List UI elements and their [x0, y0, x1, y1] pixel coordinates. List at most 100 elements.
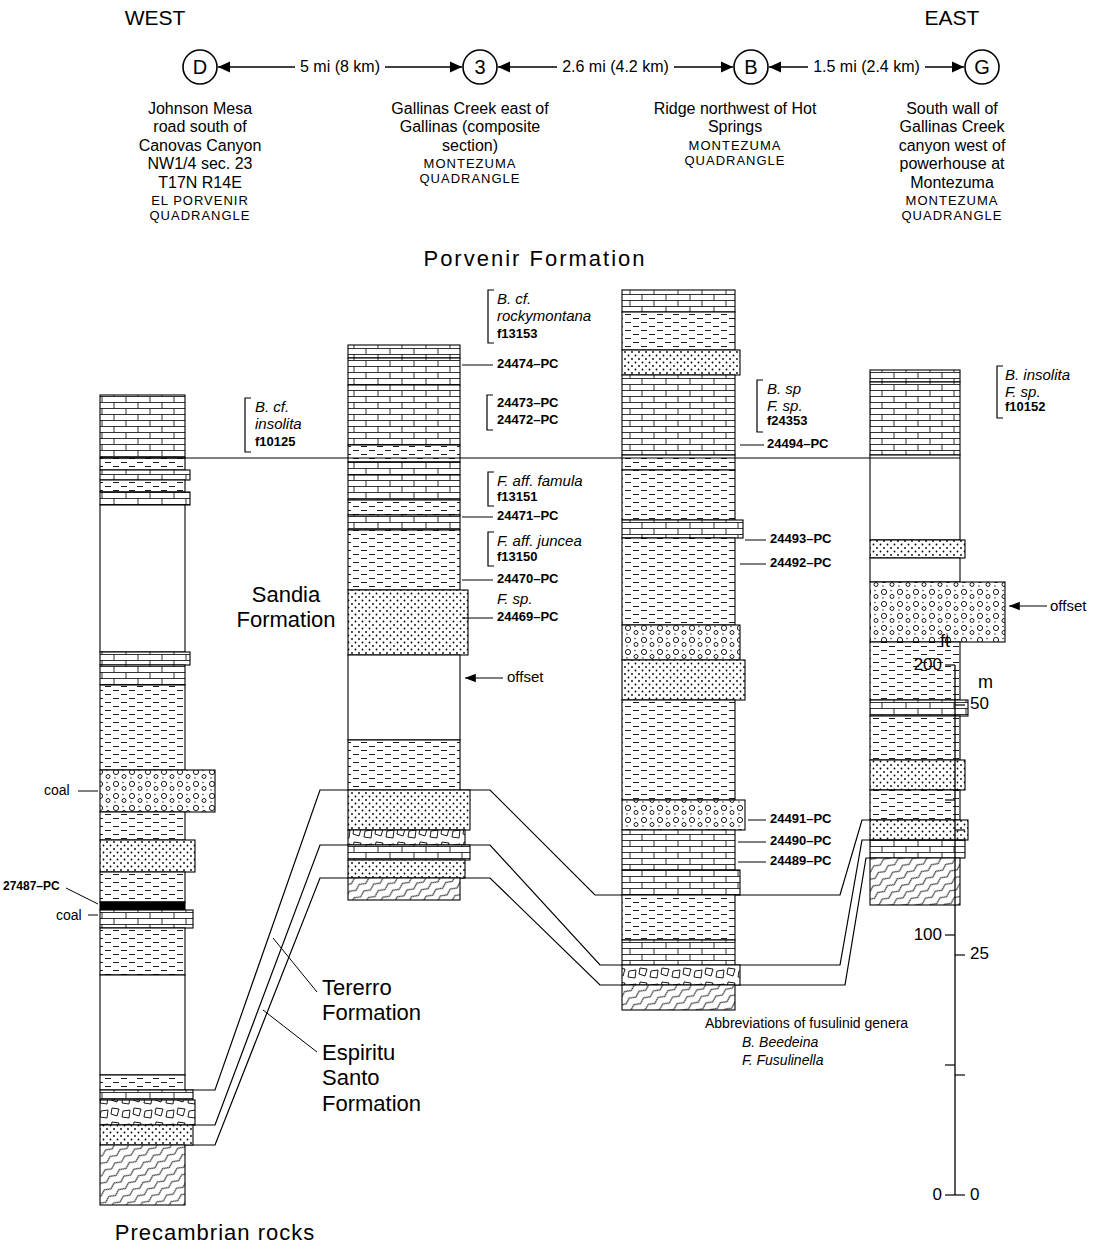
rock-unit [622, 660, 745, 700]
leader-lines [66, 365, 766, 1052]
scale-value: 25 [970, 944, 989, 964]
sample-number: 24474–PC [497, 357, 558, 372]
correlation-line [460, 790, 622, 895]
rock-unit [622, 870, 740, 895]
abbreviation-note: Abbreviations of fusulinid genera [705, 1015, 908, 1031]
rock-unit [100, 975, 185, 1075]
rock-unit [348, 830, 465, 845]
rock-unit [622, 800, 745, 830]
rock-unit [348, 530, 460, 590]
rock-unit [100, 652, 190, 665]
rock-unit [622, 940, 735, 965]
stratigraphic-column [622, 290, 745, 1010]
rock-unit [100, 480, 185, 492]
rock-unit [870, 790, 960, 820]
fossil-name: B. cf. rockymontana [497, 290, 602, 325]
rock-unit [100, 1145, 185, 1205]
rock-unit [348, 590, 468, 655]
leader-line [738, 842, 766, 843]
rock-unit [622, 375, 735, 455]
scale-value: 0 [970, 1185, 979, 1205]
rock-unit [100, 1090, 193, 1100]
rock-unit [622, 290, 735, 312]
rock-unit [100, 1125, 193, 1145]
correlation-line [460, 878, 622, 985]
sample-number: 24493–PC [770, 532, 831, 547]
fossil-name: B. insolita [1005, 366, 1070, 383]
rock-unit [622, 965, 740, 985]
stratigraphic-column [348, 345, 470, 900]
section-locator-circle: 3 [462, 49, 498, 85]
sample-bracket [487, 395, 493, 430]
rock-unit [622, 830, 735, 870]
offset-note: offset [507, 668, 543, 685]
sample-number: 24472–PC [497, 413, 558, 428]
location-description: South wall of Gallinas Creek canyon west… [891, 100, 1013, 192]
formation-name: Porvenir Formation [375, 246, 695, 271]
sample-number: 24492–PC [770, 556, 831, 571]
quadrangle-name: MONTEZUMA QUADRANGLE [410, 157, 530, 187]
fossil-name: F. sp. [497, 590, 533, 607]
sample-number: 24494–PC [767, 437, 828, 452]
leader-line [66, 888, 98, 904]
coal-note: coal [56, 907, 82, 923]
rock-unit [100, 812, 185, 840]
scale-value: 100 [892, 925, 942, 945]
rock-unit [348, 358, 460, 385]
rock-unit [100, 1075, 185, 1090]
sample-number: 24490–PC [770, 834, 831, 849]
stratigraphic-column [870, 370, 1005, 905]
abbreviation-entry: F. Fusulinella [742, 1052, 823, 1068]
circle-letter: 3 [462, 57, 498, 77]
sample-bracket [488, 532, 494, 566]
quadrangle-name: EL PORVENIR QUADRANGLE [140, 194, 260, 224]
rock-unit [348, 845, 470, 860]
rock-unit [100, 395, 185, 458]
sample-number: 27487–PC [3, 880, 60, 894]
sample-number: 24469–PC [497, 610, 558, 625]
rock-unit [348, 790, 470, 830]
offset-note: offset [1050, 597, 1086, 614]
rock-unit [870, 558, 960, 582]
rock-unit [622, 312, 735, 350]
rock-unit [348, 345, 460, 358]
leader-line [462, 517, 493, 518]
circle-shape [183, 50, 217, 84]
rock-unit [622, 470, 735, 520]
leader-line [88, 915, 98, 916]
rock-unit [870, 820, 968, 840]
rock-unit [622, 895, 735, 940]
scale-tick [945, 1064, 955, 1065]
formation-name: Espiritu Santo Formation [322, 1040, 442, 1116]
fossil-name: F. sp. [767, 397, 803, 414]
scale-unit: ft [940, 631, 950, 652]
fossil-collection-number: f24353 [767, 414, 807, 429]
rock-unit [100, 505, 185, 652]
sample-bracket [997, 366, 1003, 418]
rock-unit [348, 878, 460, 900]
rock-unit [348, 655, 460, 740]
scale-tick [955, 829, 965, 830]
offset-arrow [1009, 605, 1047, 606]
leader-line [738, 862, 766, 863]
rock-unit [622, 700, 735, 800]
distance-label: 2.6 mi (4.2 km) [557, 58, 674, 76]
rock-unit [348, 445, 460, 462]
fossil-collection-number: f13153 [497, 327, 537, 342]
abbreviation-entry: B. Beedeina [742, 1034, 818, 1050]
stratigraphic-column [100, 395, 215, 1205]
scale-line [954, 665, 955, 1195]
fossil-collection-number: f13151 [497, 490, 537, 505]
section-locator-circle: G [964, 49, 1000, 85]
sample-number: 24471–PC [497, 509, 558, 524]
rock-unit [348, 475, 460, 500]
rock-unit [622, 455, 735, 470]
location-description: Ridge northwest of Hot Springs [653, 100, 818, 137]
scale-unit: m [978, 672, 993, 693]
rock-unit [100, 872, 185, 902]
circle-letter: D [182, 57, 218, 77]
rock-unit [870, 582, 1005, 642]
rock-unit [870, 455, 960, 540]
scale-tick [955, 704, 965, 705]
fossil-name: B. sp [767, 380, 801, 397]
